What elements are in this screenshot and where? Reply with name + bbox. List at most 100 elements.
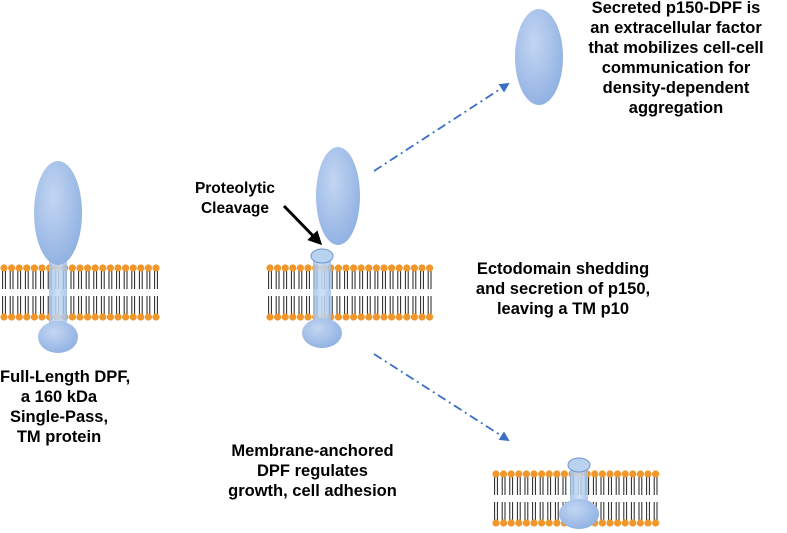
arrow-to-anchored — [373, 353, 510, 442]
lipid-head — [372, 264, 380, 272]
lipid-head — [388, 264, 396, 272]
lipid-head — [8, 264, 16, 272]
label-line: Membrane-anchored — [231, 442, 394, 460]
secreted-p150 — [515, 9, 563, 105]
lipid-head — [357, 264, 365, 272]
lipid-head — [334, 264, 342, 272]
lipid-head — [492, 519, 500, 527]
lipid-head — [507, 470, 515, 478]
lipid-head — [530, 519, 538, 527]
lipid-head — [114, 313, 122, 321]
lipid-head — [614, 519, 622, 527]
lipid-head — [0, 264, 8, 272]
lipid-head — [122, 264, 130, 272]
label-line: leaving a TM p10 — [496, 300, 630, 318]
lipid-head — [137, 313, 145, 321]
lipid-head — [500, 519, 508, 527]
cleavage-arrow — [282, 204, 323, 246]
lipid-head — [84, 313, 92, 321]
lipid-head — [357, 313, 365, 321]
lipid-head — [281, 264, 289, 272]
cleaved-dpf — [302, 147, 360, 348]
label-line: that mobilizes cell-cell — [588, 39, 764, 57]
lipid-head — [560, 470, 569, 478]
label-line: TM protein — [16, 428, 102, 446]
lipid-head — [553, 519, 561, 527]
label-line: Cleavage — [200, 200, 270, 217]
full-length-dpf — [34, 161, 82, 353]
lipid-head — [522, 470, 531, 478]
lipid-head — [289, 313, 297, 321]
label-line: communication for — [601, 59, 751, 77]
lipid-head — [144, 313, 152, 321]
lipid-head — [614, 470, 622, 478]
lipid-head — [30, 264, 38, 272]
lipid-head — [545, 470, 553, 478]
lipid-head — [289, 264, 297, 272]
lipid-head — [296, 264, 304, 272]
arrow-to-secreted — [373, 82, 510, 172]
label-line: Full-Length DPF, — [0, 368, 131, 386]
lipid-head — [636, 470, 645, 478]
lipid-head — [492, 470, 500, 478]
cytoplasmic-domain-left — [38, 321, 78, 353]
lipid-head — [365, 313, 373, 321]
tm-segment-left — [49, 255, 67, 333]
lipid-head — [530, 470, 538, 478]
lipid-head — [621, 470, 629, 478]
p10-stub-middle — [310, 248, 334, 264]
lipid-head — [15, 313, 23, 321]
lipid-head — [644, 519, 652, 527]
lipid-head — [395, 313, 403, 321]
lipid-head — [304, 313, 312, 321]
p10-stub-right — [567, 457, 591, 473]
label-proteolytic-cleavage: Proteolytic Cleavage — [180, 179, 290, 219]
lipid-head — [598, 519, 607, 527]
lipid-head — [507, 519, 515, 527]
lipid-head — [266, 313, 274, 321]
lipid-head — [522, 519, 531, 527]
label-line: and secretion of p150, — [475, 280, 651, 298]
lipid-head — [545, 519, 553, 527]
lipid-head — [553, 470, 561, 478]
lipid-head — [538, 470, 546, 478]
lipid-head — [388, 313, 396, 321]
lipid-head — [281, 313, 289, 321]
label-line: Secreted p150-DPF is — [591, 0, 761, 17]
lipid-head — [15, 264, 23, 272]
lipid-head — [403, 313, 411, 321]
lipid-head — [418, 264, 426, 272]
lipid-head — [334, 313, 342, 321]
membrane-left — [0, 264, 160, 321]
lipid-head — [144, 264, 152, 272]
lipid-head — [591, 470, 599, 478]
lipid-head — [342, 264, 350, 272]
lipid-head — [380, 313, 388, 321]
label-line: density-dependent — [602, 79, 750, 97]
lipid-head — [598, 470, 607, 478]
label-ectodomain-shedding: Ectodomain shedding and secretion of p15… — [453, 259, 673, 319]
lipid-head — [515, 470, 523, 478]
lipid-head — [84, 264, 92, 272]
lipid-head — [644, 470, 652, 478]
lipid-head — [418, 313, 426, 321]
lipid-head — [629, 470, 637, 478]
label-line: an extracellular factor — [590, 19, 762, 37]
lipid-head — [137, 264, 145, 272]
lipid-head — [129, 313, 137, 321]
lipid-head — [152, 264, 160, 272]
label-line: DPF regulates — [257, 462, 368, 480]
lipid-head — [76, 264, 84, 272]
lipid-head — [68, 264, 76, 272]
lipid-head — [266, 264, 274, 272]
cytoplasmic-domain-middle — [302, 318, 342, 348]
lipid-head — [403, 264, 411, 272]
lipid-head — [606, 470, 614, 478]
lipid-head — [91, 264, 99, 272]
label-line: Ectodomain shedding — [476, 260, 650, 278]
lipid-head — [350, 313, 358, 321]
lipid-head — [652, 519, 660, 527]
lipid-head — [274, 264, 282, 272]
lipid-head — [621, 519, 629, 527]
